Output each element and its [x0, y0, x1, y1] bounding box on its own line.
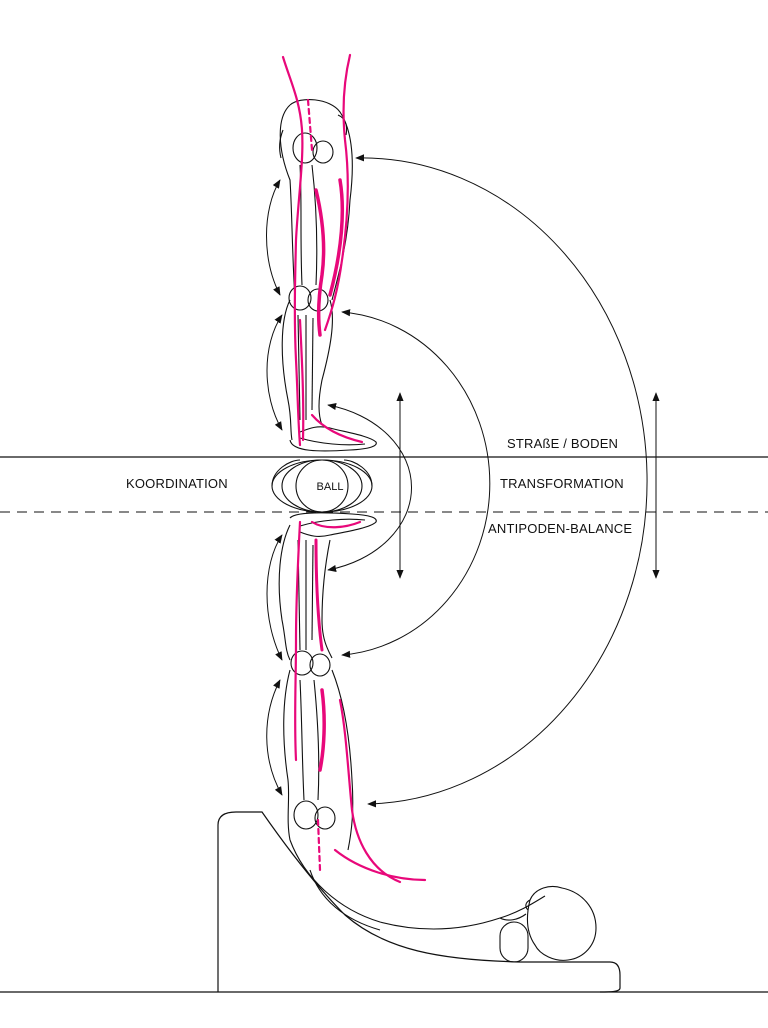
coordination-arrows: [266, 179, 283, 796]
upper-muscles: [281, 53, 364, 447]
trinka-cradle: [217, 811, 621, 993]
arc-medium: [341, 309, 491, 658]
label-antipoden-balance: ANTIPODEN-BALANCE: [488, 521, 632, 536]
arc-large: [355, 154, 648, 808]
lower-legs-figure: [278, 512, 377, 851]
label-koordination: KOORDINATION: [126, 476, 228, 491]
transformation-arcs: [327, 154, 648, 808]
upper-legs-figure: [279, 99, 377, 452]
ball-label: BALL: [317, 481, 344, 493]
coord-arrow-lower-thigh: [266, 679, 283, 796]
reclining-torso: [289, 839, 597, 963]
label-strasse-boden: STRAßE / BODEN: [507, 436, 618, 451]
label-transformation: TRANSFORMATION: [500, 476, 624, 491]
coord-arrow-upper-thigh: [266, 179, 281, 296]
coord-arrow-lower-shin: [266, 534, 283, 661]
lower-muscles: [294, 520, 427, 884]
coord-arrow-upper-shin: [266, 314, 283, 431]
